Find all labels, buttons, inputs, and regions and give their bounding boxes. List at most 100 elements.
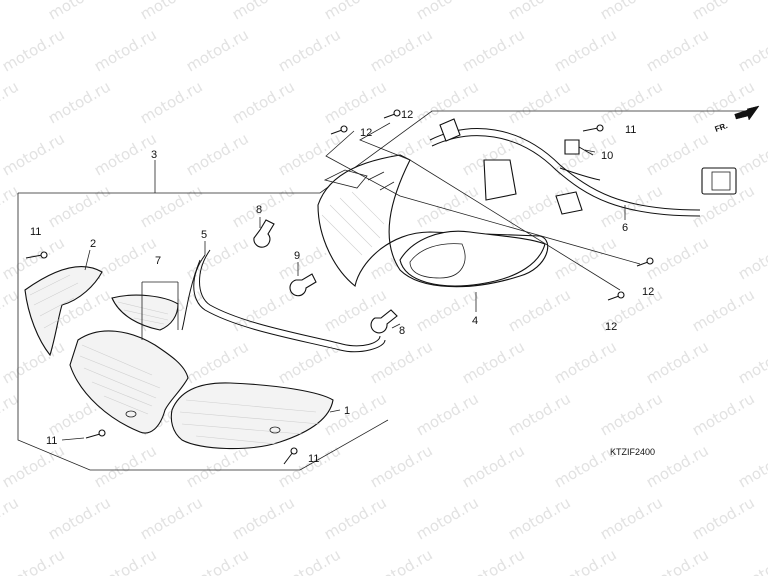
leader-lines [61,122,641,441]
watermark-text: motod.ru [413,181,482,231]
watermark-text: motod.ru [137,493,206,543]
wire-harness [429,118,737,217]
watermark-text: motod.ru [459,441,528,491]
watermark-text: motod.ru [367,25,436,75]
watermark-text: motod.ru [91,545,160,576]
callout-4: 4 [472,315,478,327]
watermark-text: motod.ru [367,441,436,491]
watermark-text: motod.ru [459,337,528,387]
watermark-text: motod.ru [735,25,768,75]
watermark-text: motod.ru [45,77,114,127]
front-arrow-icon [734,105,760,121]
watermark-text: motod.ru [183,129,252,179]
watermark-text: motod.ru [505,285,574,335]
screws [25,109,654,465]
callout-2: 2 [90,238,96,250]
front-label: FR. [714,121,729,134]
watermark-text: motod.ru [689,493,758,543]
watermark-text: motod.ru [597,181,666,231]
watermark-text: motod.ru [735,233,768,283]
watermark-text: motod.ru [321,77,390,127]
watermark-text: motod.ru [91,233,160,283]
watermark-text: motod.ru [137,77,206,127]
watermark-text: motod.ru [597,77,666,127]
watermark-text: motod.ru [183,233,252,283]
callout-11d: 11 [625,124,636,136]
watermark-text: motod.ru [459,545,528,576]
watermark-text: motod.ru [0,493,22,543]
watermark-text: motod.ru [0,25,68,75]
callout-5: 5 [201,229,207,241]
watermark-text: motod.ru [0,545,68,576]
watermark-text: motod.ru [229,285,298,335]
watermark-text: motod.ru [597,0,666,23]
watermark-text: motod.ru [735,337,768,387]
watermark-text: motod.ru [229,0,298,23]
watermark-text: motod.ru [91,441,160,491]
watermark-text: motod.ru [413,0,482,23]
watermark-text: motod.ru [91,129,160,179]
watermark-text: motod.ru [505,493,574,543]
watermark-text: motod.ru [0,129,68,179]
watermark-text: motod.ru [551,545,620,576]
watermark-text: motod.ru [137,181,206,231]
watermark-text: motod.ru [45,181,114,231]
watermark-text: motod.ru [459,25,528,75]
watermark-text: motod.ru [643,337,712,387]
callout-12b: 12 [401,109,413,121]
watermark-text: motod.ru [413,493,482,543]
watermark-text: motod.ru [551,337,620,387]
callout-9: 9 [294,250,300,262]
callout-10: 10 [601,150,613,162]
watermark-text: motod.ru [0,337,68,387]
watermark-text: motod.ru [183,25,252,75]
watermark-text: motod.ru [643,25,712,75]
watermark-text: motod.ru [0,0,22,23]
watermark-text: motod.ru [551,25,620,75]
callout-11c: 11 [308,453,319,465]
watermark-text: motod.ru [413,77,482,127]
watermark-text: motod.ru [413,285,482,335]
callout-3: 3 [151,149,157,161]
watermark-text: motod.ru [183,337,252,387]
watermark-text: motod.ru [367,337,436,387]
watermark-text: motod.ru [597,493,666,543]
watermark-text: motod.ru [229,493,298,543]
watermark-text: motod.ru [137,0,206,23]
bulbs [253,219,398,334]
watermark-text: motod.ru [367,545,436,576]
watermark-text: motod.ru [45,493,114,543]
callout-12a: 12 [360,127,372,139]
callout-8b: 8 [399,325,405,337]
watermark-text: motod.ru [0,77,22,127]
callout-7: 7 [155,255,161,267]
callout-12d: 12 [605,321,617,333]
connector-clip [564,139,594,156]
watermark-text: motod.ru [689,285,758,335]
watermark-text: motod.ru [643,129,712,179]
watermark-text: motod.ru [275,545,344,576]
gasket [181,249,386,353]
callout-6: 6 [622,222,628,234]
watermark-text: motod.ru [505,77,574,127]
watermark-text: motod.ru [275,337,344,387]
watermark-text: motod.ru [45,0,114,23]
right-lens [170,382,334,450]
callout-8a: 8 [256,204,262,216]
assembly-outline [17,110,746,471]
callout-11b: 11 [46,435,57,447]
watermark-text: motod.ru [735,545,768,576]
watermark-text: motod.ru [505,389,574,439]
callout-12c: 12 [642,286,654,298]
watermark-text: motod.ru [551,233,620,283]
watermark-text: motod.ru [643,233,712,283]
small-lens [111,294,179,331]
callout-11a: 11 [30,226,41,238]
watermark-text: motod.ru [735,441,768,491]
watermark-text: motod.ru [689,0,758,23]
watermark-text: motod.ru [597,389,666,439]
watermark-text: motod.ru [735,129,768,179]
watermark-text: motod.ru [689,77,758,127]
watermark-text: motod.ru [91,25,160,75]
